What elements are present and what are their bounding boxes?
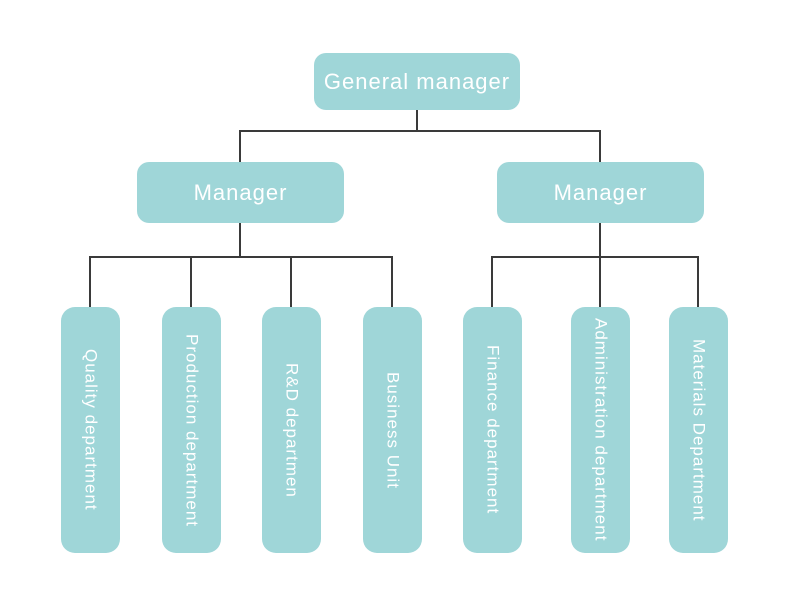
node-manager-right[interactable]: Manager [497, 162, 704, 223]
connector-leaf-finance [491, 256, 493, 307]
node-production-department[interactable]: Production department [162, 307, 221, 553]
node-manager-left[interactable]: Manager [137, 162, 344, 223]
connector-left-horizontal [89, 256, 393, 258]
connector-manager-right-riser [599, 130, 601, 162]
node-finance-department[interactable]: Finance department [463, 307, 522, 553]
connector-leaf-quality [89, 256, 91, 307]
node-administration-department-label: Administration department [591, 318, 611, 542]
connector-leaf-business [391, 256, 393, 307]
node-quality-department[interactable]: Quality department [61, 307, 120, 553]
node-finance-department-label: Finance department [483, 345, 503, 515]
connector-leaf-rd [290, 256, 292, 307]
node-production-department-label: Production department [182, 333, 202, 527]
connector-manager-left-drop [239, 223, 241, 257]
connector-manager-left-riser [239, 130, 241, 162]
connector-level1-horizontal [239, 130, 601, 132]
connector-leaf-materials [697, 256, 699, 307]
connector-right-horizontal [491, 256, 699, 258]
node-business-unit[interactable]: Business Unit [363, 307, 422, 553]
node-manager-left-label: Manager [193, 179, 288, 205]
node-general-manager[interactable]: General manager [314, 53, 520, 110]
node-administration-department[interactable]: Administration department [571, 307, 630, 553]
node-manager-right-label: Manager [553, 179, 648, 205]
connector-leaf-administration [599, 256, 601, 307]
connector-leaf-production [190, 256, 192, 307]
node-business-unit-label: Business Unit [383, 371, 403, 489]
node-materials-department[interactable]: Materials Department [669, 307, 728, 553]
node-rd-department[interactable]: R&D departmen [262, 307, 321, 553]
connector-root-drop [416, 110, 418, 132]
node-quality-department-label: Quality department [81, 349, 101, 511]
node-general-manager-label: General manager [323, 68, 511, 94]
node-materials-department-label: Materials Department [689, 338, 709, 522]
node-rd-department-label: R&D departmen [282, 362, 302, 498]
connector-manager-right-drop [599, 223, 601, 257]
